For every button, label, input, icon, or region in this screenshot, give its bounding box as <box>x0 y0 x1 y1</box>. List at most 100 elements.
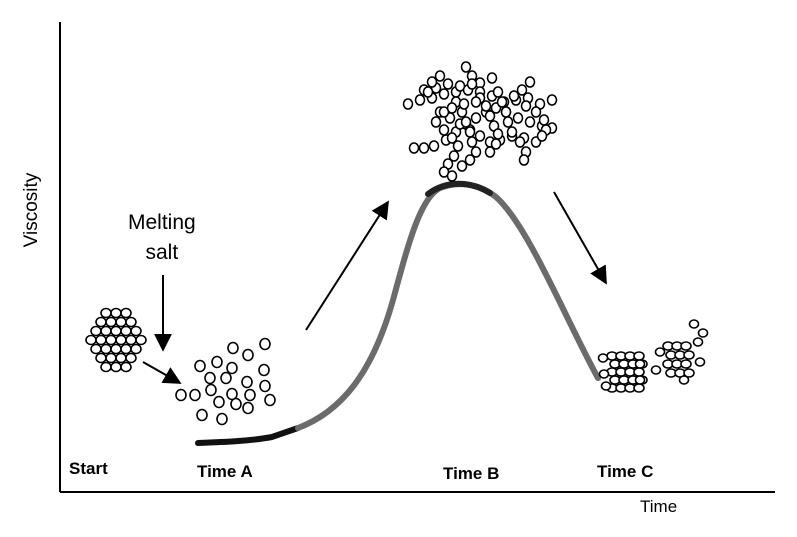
stage-label-time-a: Time A <box>197 462 253 481</box>
network-granule <box>442 78 454 90</box>
packed-granule <box>598 369 610 379</box>
granule <box>90 343 102 355</box>
granule <box>230 397 242 411</box>
granule <box>259 337 271 351</box>
granule <box>204 371 216 385</box>
network-granule <box>530 106 542 118</box>
granule <box>90 325 102 337</box>
network-granule <box>446 132 458 144</box>
granule <box>85 334 97 346</box>
intact-granules-cluster <box>85 307 147 373</box>
network-granule <box>426 76 438 88</box>
granule <box>105 334 117 346</box>
granule <box>264 393 276 407</box>
packed-granule <box>680 359 692 369</box>
network-granule <box>414 94 426 106</box>
network-granule <box>430 116 442 128</box>
packed-granule <box>600 381 612 391</box>
granule <box>244 388 256 402</box>
packed-granule <box>680 341 692 351</box>
network-granule <box>512 112 524 124</box>
gelatinized-network <box>402 61 558 182</box>
network-granule <box>452 140 464 152</box>
granule <box>120 343 132 355</box>
y-axis-label: Viscosity <box>21 172 42 248</box>
granule <box>175 388 187 402</box>
network-granule <box>464 154 476 166</box>
melting-salt-label: Melting salt <box>128 208 196 268</box>
network-granule <box>518 154 530 166</box>
packed-granule <box>597 353 609 363</box>
network-granule <box>502 116 514 128</box>
network-granule <box>418 142 430 154</box>
granule <box>95 316 107 328</box>
network-granule <box>524 76 536 88</box>
network-granule <box>492 128 504 140</box>
network-granule <box>438 124 450 136</box>
packed-granule <box>683 368 695 378</box>
network-granule <box>458 98 470 110</box>
packed-granule <box>688 319 700 329</box>
network-granule <box>484 110 496 122</box>
packed-granule <box>633 367 645 377</box>
network-granule <box>514 136 526 148</box>
network-granule <box>470 112 482 124</box>
viscosity-curve <box>295 181 601 431</box>
packed-granule <box>633 351 645 361</box>
retrograded-clusters <box>597 319 709 393</box>
granule <box>130 325 142 337</box>
granule <box>258 363 270 377</box>
stage-label-time-b: Time B <box>443 464 500 483</box>
granule <box>100 307 112 319</box>
network-granule <box>428 140 440 152</box>
packed-granule <box>654 347 666 357</box>
network-granule <box>446 102 458 114</box>
packed-granule <box>634 359 646 369</box>
network-granule <box>474 130 486 142</box>
network-granule <box>438 88 450 100</box>
packed-granule <box>683 350 695 360</box>
granule <box>100 325 112 337</box>
network-granule <box>448 150 460 162</box>
network-granule <box>402 98 414 110</box>
packed-granule <box>697 328 709 338</box>
granule <box>120 361 132 373</box>
network-granule <box>490 138 502 150</box>
granule <box>120 325 132 337</box>
granule <box>110 343 122 355</box>
packed-granule <box>678 375 690 385</box>
granule <box>115 352 127 364</box>
granule <box>120 307 132 319</box>
network-granule <box>454 80 466 92</box>
granule <box>220 371 232 385</box>
granule <box>100 343 112 355</box>
granule <box>196 408 208 422</box>
swollen-granules-scatter <box>175 337 276 426</box>
granule <box>194 359 206 373</box>
granule <box>105 352 117 364</box>
network-granule <box>470 146 482 158</box>
network-granule <box>408 142 420 154</box>
granule <box>125 352 137 364</box>
granule <box>242 348 254 362</box>
packed-granule <box>633 383 645 393</box>
granule <box>135 334 147 346</box>
fall-arrow <box>553 191 607 285</box>
network-granule <box>496 96 508 108</box>
start-to-a-arrow <box>142 361 182 384</box>
stage-label-time-c: Time C <box>597 462 654 481</box>
granule <box>189 388 201 402</box>
network-granule <box>538 114 550 126</box>
network-granule <box>446 170 458 182</box>
granule <box>115 334 127 346</box>
network-granule <box>500 106 512 118</box>
network-granule <box>484 146 496 158</box>
network-granule <box>470 96 482 108</box>
granule <box>216 412 228 426</box>
packed-granule <box>650 365 662 375</box>
rise-arrow <box>305 200 389 331</box>
network-granule <box>486 72 498 84</box>
network-granule <box>460 61 472 73</box>
curve-peak-cap <box>425 180 493 197</box>
